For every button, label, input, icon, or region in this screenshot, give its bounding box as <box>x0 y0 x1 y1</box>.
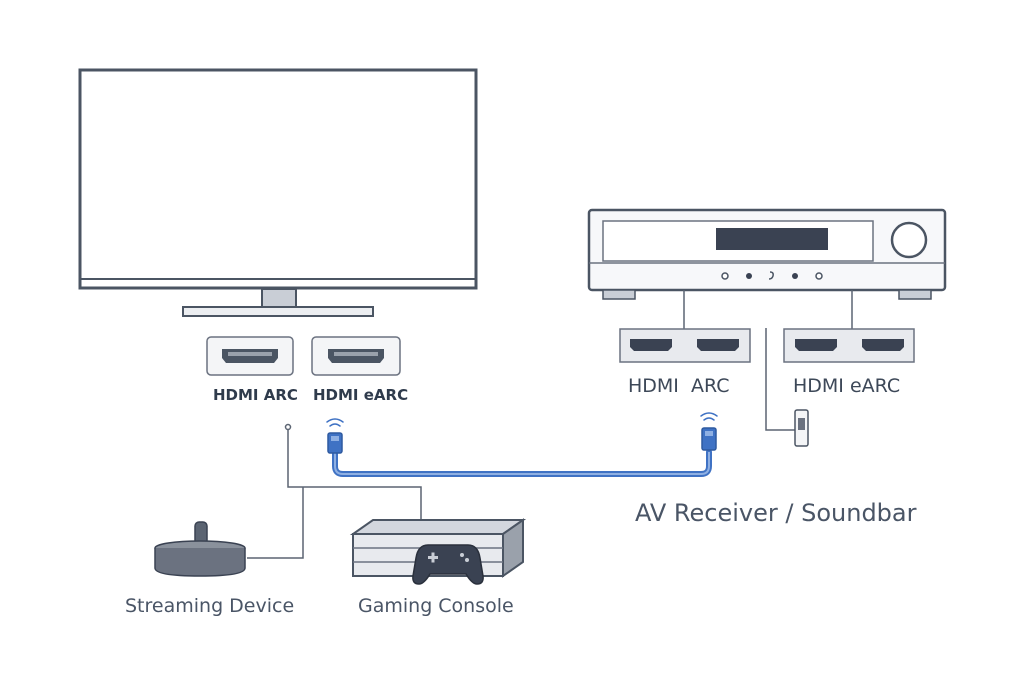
receiver-hdmi-arc-port[interactable] <box>619 328 751 363</box>
tv-hdmi-earc-label: HDMI eARC <box>313 386 409 404</box>
tv-hdmi-arc-label: HDMI ARC <box>213 386 298 404</box>
receiver-hdmi-earc-port[interactable] <box>783 328 915 363</box>
controller-icon <box>412 544 484 585</box>
receiver-hdmi-earc-label: HDMI eARC <box>793 375 901 397</box>
signal-waves-icon <box>326 418 344 427</box>
tv-hdmi-earc-port[interactable] <box>311 336 401 376</box>
hdmi-plug-icon <box>327 432 343 454</box>
signal-waves-icon <box>700 412 718 421</box>
receiver-leader-lines <box>683 290 853 431</box>
tv-hdmi-arc-port[interactable] <box>206 336 294 376</box>
receiver-icon <box>587 208 947 300</box>
hdmi-cable <box>326 412 718 477</box>
streaming-device-label: Streaming Device <box>125 595 295 617</box>
receiver-hdmi-arc-label: HDMI ARC <box>628 375 730 397</box>
streaming-device-icon <box>154 521 246 577</box>
tv-icon <box>78 68 478 317</box>
hdmi-port-icon <box>795 339 904 351</box>
gaming-console-label: Gaming Console <box>358 595 514 617</box>
hdmi-port-icon <box>630 339 739 351</box>
hdmi-plug-icon <box>701 427 717 451</box>
remote-icon <box>794 409 809 447</box>
hdmi-port-icon <box>328 349 384 363</box>
device-wiring <box>247 423 422 559</box>
hdmi-port-icon <box>222 349 278 363</box>
receiver-title: AV Receiver / Soundbar <box>635 499 917 527</box>
